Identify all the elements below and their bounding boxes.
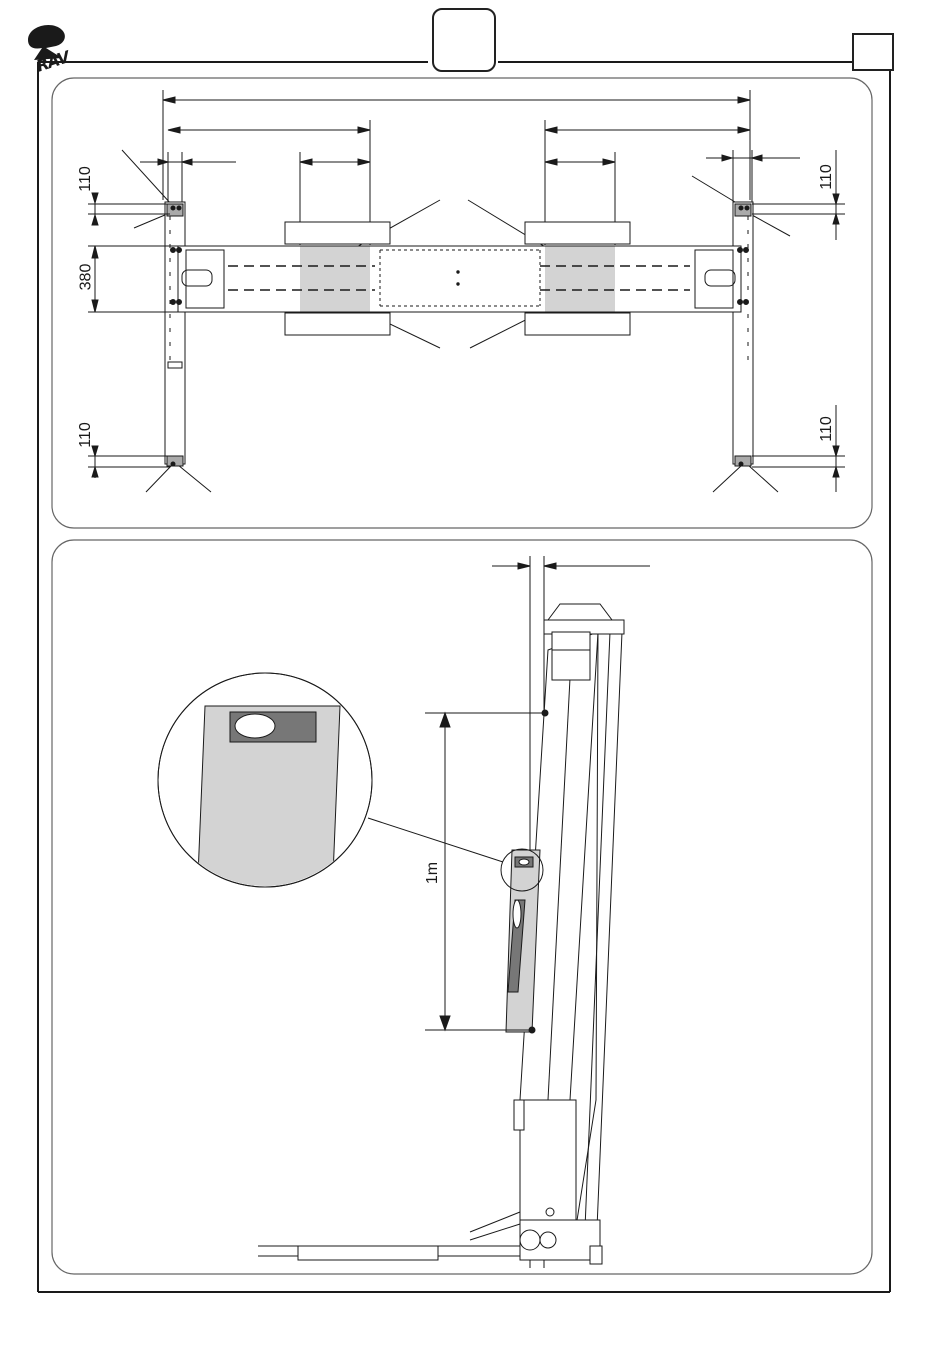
dimension-top-left-pad: 110 <box>77 166 95 192</box>
dimension-bottom-right-pad: 110 <box>818 416 836 442</box>
operator-icon-box <box>432 8 496 72</box>
dimension-bottom-left-pad: 110 <box>77 422 95 448</box>
dimension-top-right-pad: 110 <box>818 164 836 190</box>
side-elevation-view <box>158 556 650 1268</box>
page-number-box <box>852 33 894 71</box>
dimension-height-1m: 1m <box>424 862 442 884</box>
dimension-left-beam-width: 380 <box>77 264 95 291</box>
bottom-panel <box>52 540 872 1274</box>
plan-view <box>88 90 845 492</box>
